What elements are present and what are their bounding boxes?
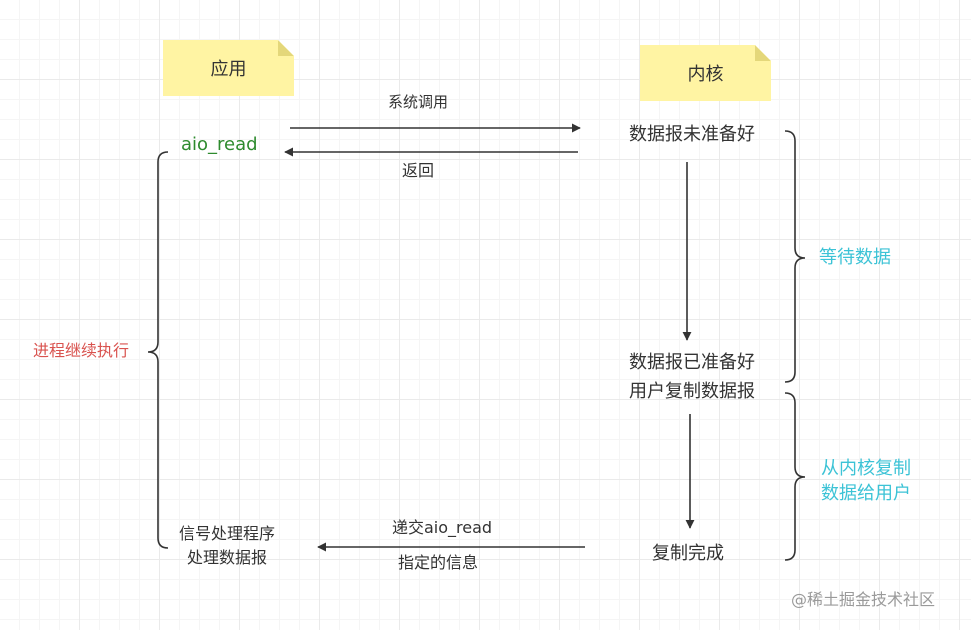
process-continues-label: 进程继续执行 — [33, 341, 130, 360]
deliver-label: 递交aio_read — [391, 518, 493, 537]
kernel-label: 内核 — [687, 64, 724, 85]
ready-label: 数据报已准备好 — [629, 352, 755, 373]
wait-data-label: 等待数据 — [819, 247, 891, 268]
user-copy-label: 用户复制数据报 — [629, 381, 755, 402]
handle-datagram-label: 处理数据报 — [186, 548, 268, 567]
return-label: 返回 — [401, 161, 435, 180]
deliver-info-label: 指定的信息 — [397, 553, 479, 572]
syscall-label: 系统调用 — [387, 93, 449, 111]
app-note: 应用 — [163, 40, 294, 96]
not-ready-label: 数据报未准备好 — [629, 124, 755, 145]
copy-from-kernel-label: 从内核复制 — [821, 458, 911, 479]
watermark: @稀土掘金技术社区 — [791, 590, 936, 609]
app-label: 应用 — [210, 59, 247, 80]
kernel-note: 内核 — [640, 45, 771, 101]
copy-data-brace — [784, 392, 806, 561]
copy-to-user-label: 数据给用户 — [821, 483, 911, 504]
process-brace — [147, 151, 169, 549]
wait-data-brace — [784, 130, 806, 383]
copy-done-label: 复制完成 — [652, 543, 724, 564]
signal-handler-label: 信号处理程序 — [178, 524, 276, 543]
aio-read-label: aio_read — [181, 134, 258, 155]
